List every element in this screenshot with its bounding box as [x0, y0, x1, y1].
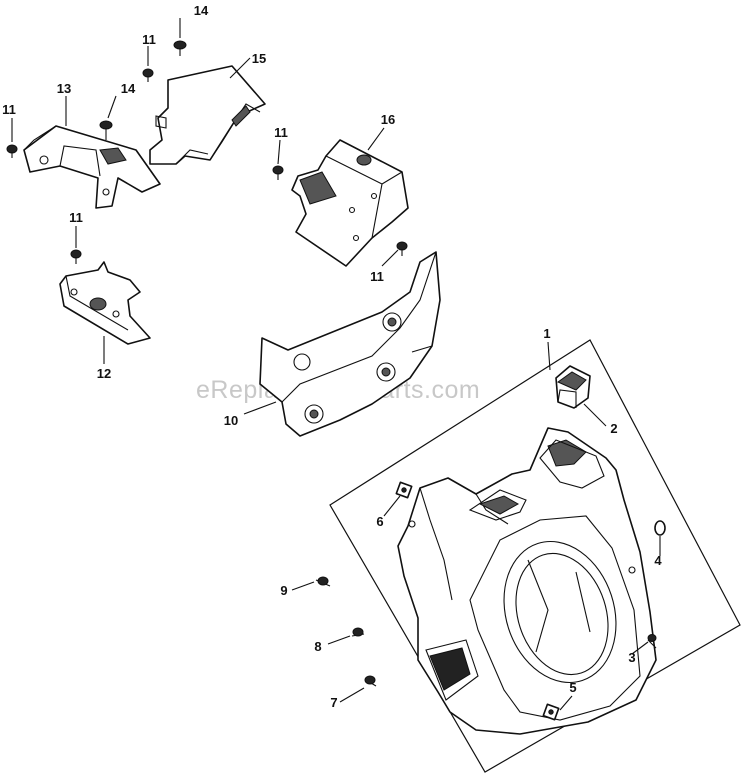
part-9-screw [315, 576, 331, 587]
part-10-curved-baffle [259, 251, 441, 437]
callout-11-b: 11 [2, 102, 16, 117]
callout-7: 7 [330, 695, 337, 710]
callout-3: 3 [628, 650, 635, 665]
part-3-screw [647, 634, 657, 649]
part-11-screw-b [6, 144, 18, 158]
callout-11-c: 11 [274, 125, 288, 140]
part-14-screw-mid [99, 120, 113, 140]
callout-12: 12 [97, 366, 111, 381]
part-16-baffle [291, 139, 409, 267]
part-6-nut [395, 481, 413, 499]
leader-lines [11, 18, 661, 711]
callout-15: 15 [252, 51, 266, 66]
callout-6: 6 [376, 514, 383, 529]
part-11-screw-a [142, 68, 154, 82]
part-11-screw-d [70, 249, 82, 264]
callout-11-d: 11 [370, 269, 384, 284]
callout-9: 9 [280, 583, 287, 598]
part-2-plug [555, 365, 591, 409]
callout-1: 1 [543, 326, 550, 341]
callout-5: 5 [569, 680, 576, 695]
part-14-screw-top [173, 40, 187, 56]
part-1-blower-housing [397, 427, 657, 735]
callout-11-e: 11 [69, 210, 83, 225]
callout-8: 8 [314, 639, 321, 654]
part-7-screw [364, 675, 377, 687]
callout-14-top: 14 [194, 3, 209, 18]
part-13-bracket [23, 125, 161, 209]
part-5-nut [542, 703, 560, 721]
part-11-screw-e [396, 241, 408, 256]
callout-11-a: 11 [142, 32, 156, 47]
callout-10: 10 [224, 413, 238, 428]
part-15-upper-baffle [149, 65, 266, 165]
callout-labels: 14 11 15 11 13 14 11 16 11 11 12 1 10 2 … [2, 3, 662, 710]
callout-13: 13 [57, 81, 71, 96]
part-11-screw-c [272, 165, 284, 180]
callout-16: 16 [381, 112, 395, 127]
part-8-screw [351, 627, 365, 637]
part-4-plug [654, 520, 666, 536]
callout-2: 2 [610, 421, 617, 436]
callout-14-mid: 14 [121, 81, 136, 96]
callout-4: 4 [654, 553, 662, 568]
part-12-bracket [59, 261, 151, 345]
